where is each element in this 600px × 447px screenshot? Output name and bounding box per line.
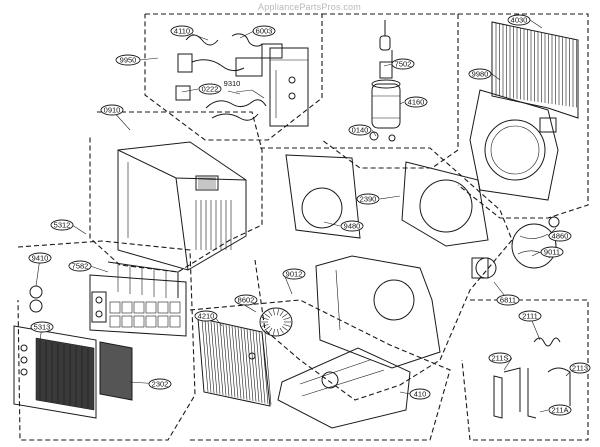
- callout-0222: 0222: [199, 84, 221, 94]
- callout-2302: 2302: [149, 379, 171, 389]
- callout-4860: 4860: [549, 231, 571, 241]
- callout-8602: 8602: [235, 295, 257, 305]
- callout-5312: 5312: [51, 220, 73, 230]
- svg-text:4860: 4860: [552, 232, 569, 241]
- callout-9011: 9011: [541, 247, 563, 257]
- svg-text:9310: 9310: [224, 79, 241, 88]
- svg-text:5312: 5312: [54, 221, 71, 230]
- svg-text:410: 410: [414, 390, 427, 399]
- callout-5313: 5313: [31, 322, 53, 332]
- callout-4210: 4210: [195, 311, 217, 321]
- callout-2111: 2111: [519, 311, 541, 321]
- svg-text:9012: 9012: [286, 270, 303, 279]
- base-pan-group: [278, 348, 410, 428]
- callout-9480: 9480: [341, 221, 363, 231]
- svg-text:6003: 6003: [256, 27, 273, 36]
- svg-text:4160: 4160: [408, 98, 425, 107]
- callout-2390: 2390: [357, 194, 379, 204]
- callout-0910: 0910: [101, 105, 123, 115]
- filter-grille-group: [14, 326, 132, 418]
- svg-text:9980: 9980: [472, 70, 489, 79]
- callout-9950: 9950: [116, 55, 140, 65]
- evaporator-group: [198, 308, 292, 406]
- svg-text:9950: 9950: [120, 56, 137, 65]
- svg-text:8602: 8602: [238, 296, 255, 305]
- front-panel-group: [30, 262, 186, 336]
- svg-text:2390: 2390: [360, 195, 377, 204]
- callout-9410: 9410: [29, 253, 51, 263]
- svg-text:2113: 2113: [572, 364, 588, 373]
- svg-text:211S: 211S: [492, 354, 509, 363]
- svg-text:0910: 0910: [104, 106, 121, 115]
- callout-7582: 7582: [69, 261, 91, 271]
- svg-text:9011: 9011: [544, 248, 560, 257]
- callout-4160: 4160: [405, 97, 427, 107]
- condenser-group: [470, 22, 578, 200]
- svg-text:5313: 5313: [34, 323, 51, 332]
- callout-2113: 2113: [570, 363, 590, 373]
- callout-211a: 211A: [549, 405, 571, 415]
- callout-9012: 9012: [283, 269, 305, 279]
- svg-text:2111: 2111: [522, 312, 538, 321]
- callout-6811: 6811: [497, 295, 519, 305]
- svg-text:6811: 6811: [500, 296, 516, 305]
- svg-text:4110: 4110: [174, 27, 190, 36]
- callout-7502: 7502: [392, 59, 414, 69]
- svg-text:211A: 211A: [552, 406, 569, 415]
- svg-text:9480: 9480: [344, 222, 361, 231]
- callout-211s: 211S: [489, 353, 511, 363]
- base-housing-group: [286, 155, 559, 368]
- callout-410: 410: [410, 389, 430, 399]
- svg-text:7582: 7582: [72, 262, 89, 271]
- svg-text:4210: 4210: [198, 312, 215, 321]
- callout-6003: 6003: [253, 26, 275, 36]
- callout-4110: 4110: [171, 26, 193, 36]
- svg-text:4030: 4030: [511, 16, 528, 25]
- compressor-group: [370, 20, 400, 141]
- svg-text:7502: 7502: [395, 60, 412, 69]
- svg-text:9410: 9410: [32, 254, 49, 263]
- callout-9980: 9980: [469, 69, 491, 79]
- svg-text:0222: 0222: [202, 85, 219, 94]
- callout-4030: 4030: [508, 15, 530, 25]
- cabinet-group: [118, 142, 246, 270]
- svg-text:0140: 0140: [352, 126, 369, 135]
- callout-0140: 0140: [349, 125, 371, 135]
- svg-text:2302: 2302: [152, 380, 169, 389]
- watermark: AppliancePartsPros.com: [258, 2, 361, 12]
